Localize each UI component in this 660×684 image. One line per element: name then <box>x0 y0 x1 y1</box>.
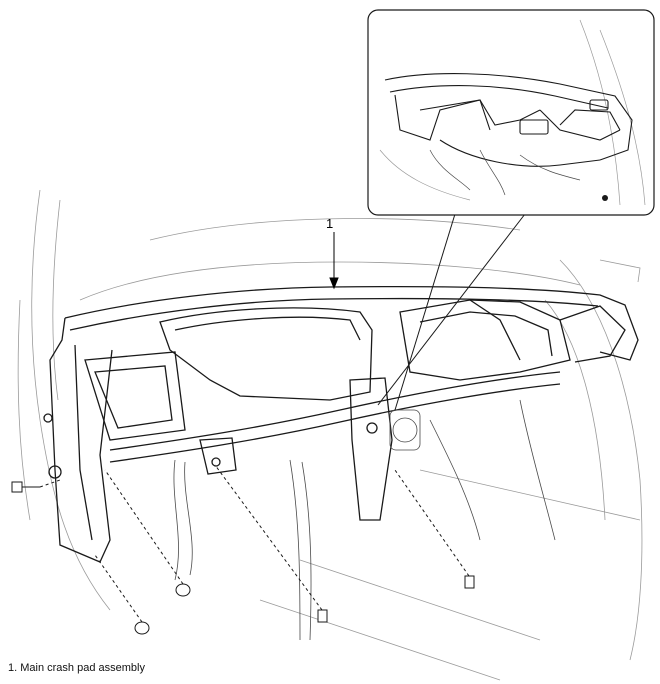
bolt-left <box>11 479 61 493</box>
clip-lower-left <box>94 554 150 635</box>
callout-arrow <box>329 232 339 290</box>
parts-legend: 1. Main crash pad assembly <box>8 662 145 674</box>
bolt-right <box>394 469 475 589</box>
crash-pad-assembly <box>43 285 639 563</box>
bolt-center <box>214 464 328 623</box>
inset-bolt <box>602 195 608 201</box>
detail-inset <box>367 9 655 411</box>
car-body-outline <box>17 189 643 681</box>
clip-center-left <box>104 469 191 597</box>
callout-number: 1 <box>326 216 334 231</box>
wiring-harness <box>173 399 556 641</box>
fasteners <box>11 464 475 635</box>
